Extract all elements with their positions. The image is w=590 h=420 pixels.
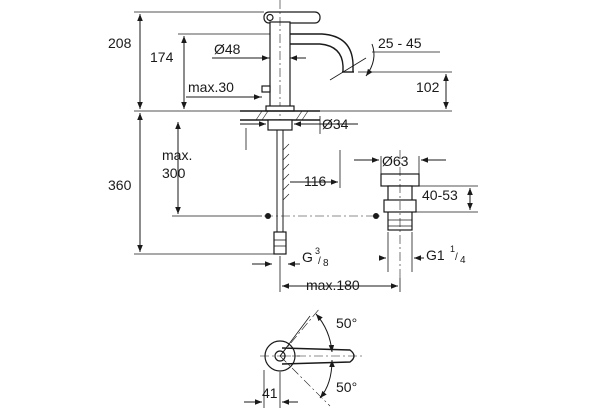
dim-waste-thread-den: 4 (460, 255, 466, 266)
lever-handle (263, 11, 321, 24)
dim-total-height-bottom: 360 (108, 177, 132, 193)
dim-lever-angle-top: 50° (336, 315, 357, 331)
dim-waste-diameter: Ø63 (382, 153, 409, 169)
lever-pivot (266, 13, 274, 22)
dim-pull-rod-label: max. (162, 147, 192, 163)
dim-waste-offset: 116 (304, 173, 327, 189)
dim-lever-offset: 41 (262, 385, 278, 401)
popup-knob (261, 85, 271, 93)
dim-total-height-top: 208 (108, 35, 132, 51)
lever-position-up (279, 307, 321, 357)
waste-assembly (380, 150, 420, 278)
dim-body-diameter: Ø48 (214, 41, 241, 57)
countertop-hatch (255, 110, 309, 121)
dim-lever-angle-bottom: 50° (336, 379, 357, 395)
hose-hatch (282, 143, 290, 201)
dim-spout-angle: 25 - 45 (378, 35, 422, 51)
mounting-nut (267, 119, 293, 131)
svg-text:/: / (455, 252, 458, 263)
dim-max-180: max.180 (306, 277, 360, 293)
spout-outer (290, 33, 354, 72)
dim-pull-rod-value: 300 (162, 165, 186, 181)
dim-supply-thread-num: 3 (315, 246, 320, 256)
dim-waste-thread: G1 (426, 247, 445, 263)
spout-inner (290, 43, 344, 72)
dim-waste-thread-num: 1 (450, 244, 455, 254)
dim-spout-height: 174 (150, 49, 174, 65)
svg-text:/: / (318, 256, 321, 267)
top-view (260, 307, 362, 407)
dim-outlet-height: 102 (416, 79, 440, 95)
dim-supply-thread: G (302, 249, 313, 265)
faucet-body (261, 0, 354, 122)
dim-supply-thread-den: 8 (323, 258, 329, 269)
supply-connector (273, 231, 287, 255)
dim-waste-range: 40-53 (422, 187, 458, 203)
dim-hole-diameter: Ø34 (322, 116, 349, 132)
dim-max-deck: max.30 (188, 79, 234, 95)
